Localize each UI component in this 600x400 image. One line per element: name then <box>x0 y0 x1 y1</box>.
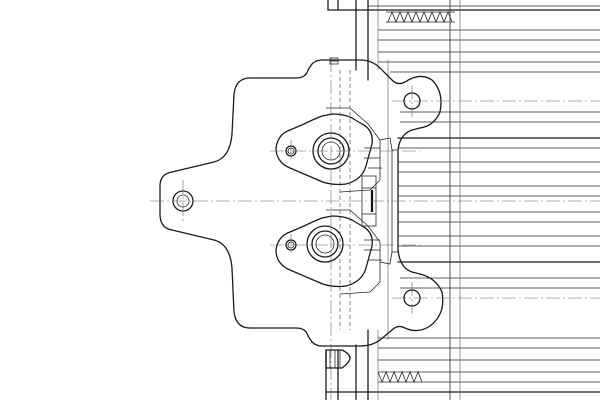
bottom-bleed-nipple <box>325 349 351 369</box>
body-outline <box>159 59 444 347</box>
centerlines <box>150 58 600 400</box>
hidden-lines <box>339 70 351 330</box>
lower-boss <box>275 209 382 295</box>
right-plate-stack <box>325 0 600 400</box>
top-fitting <box>329 57 339 65</box>
upper-boss <box>275 107 382 193</box>
